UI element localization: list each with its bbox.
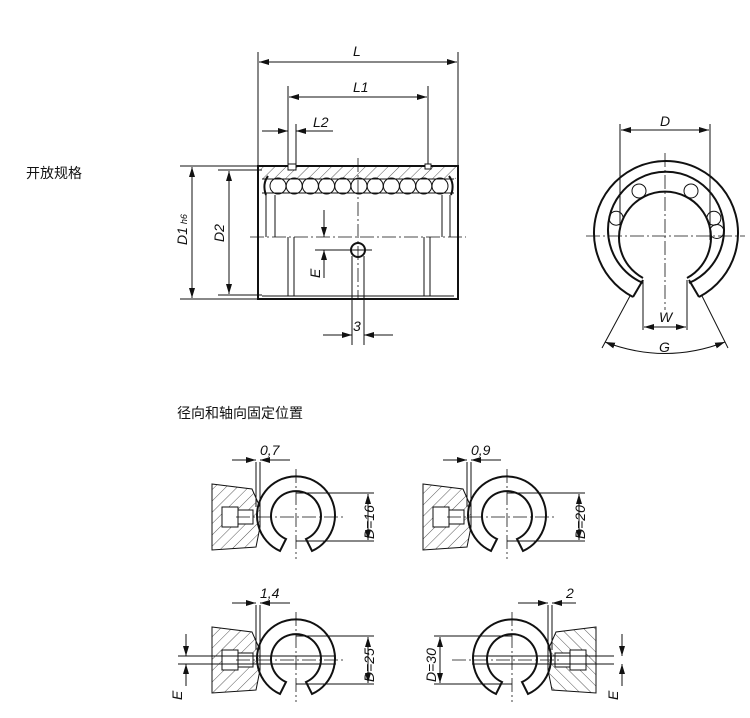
ball: [415, 177, 433, 195]
ball: [382, 177, 400, 195]
diameter-label: D=25: [361, 648, 377, 682]
gap-label: 1,4: [260, 585, 280, 601]
caption-radial-axial-fixing: 径向和轴向固定位置: [177, 406, 303, 422]
ball: [318, 177, 336, 195]
ball: [608, 210, 624, 226]
end-view: D W G: [586, 113, 745, 355]
diameter-label: D=30: [423, 648, 439, 682]
open-bearing-ring: [467, 475, 547, 553]
open-bearing-ring: [256, 475, 336, 553]
label-E: E: [307, 268, 323, 278]
ball: [334, 177, 352, 195]
label-G: G: [659, 339, 670, 355]
label-L1: L1: [353, 79, 369, 95]
ball-row: [269, 177, 449, 195]
gap-label: 0,7: [260, 442, 281, 458]
label-D: D: [660, 113, 670, 129]
label-hole-3: 3: [353, 318, 361, 334]
diameter-label: D=20: [572, 505, 588, 539]
label-D2: D2: [211, 224, 227, 242]
ball: [706, 210, 722, 226]
ball: [399, 177, 417, 195]
gap-label: 2: [565, 585, 574, 601]
ball: [285, 177, 303, 195]
ball: [301, 177, 319, 195]
ball: [366, 177, 384, 195]
label-L: L: [353, 43, 361, 59]
E-label: E: [169, 690, 185, 700]
fixing-detail-4: 2D=30E: [423, 585, 625, 702]
gap-label: 0,9: [471, 442, 491, 458]
fixing-detail-3: 1,4D=25E: [169, 585, 377, 702]
ball: [631, 183, 647, 199]
ball: [350, 177, 368, 195]
fixing-detail-1: 0,7D=16: [211, 442, 377, 559]
caption-open-version: 开放规格: [26, 166, 82, 182]
label-D1: D1h6: [174, 214, 190, 245]
fixing-detail-2: 0,9D=20: [422, 442, 588, 559]
open-bearing-ring: [256, 618, 336, 696]
label-W: W: [659, 309, 674, 325]
diameter-label: D=16: [361, 505, 377, 539]
open-bearing-ring: [472, 618, 552, 696]
ball: [683, 183, 699, 199]
ball: [431, 177, 449, 195]
side-view: L L1 L2 3: [174, 43, 466, 345]
ball: [269, 177, 287, 195]
E-label: E: [605, 690, 621, 700]
label-L2: L2: [313, 114, 329, 130]
